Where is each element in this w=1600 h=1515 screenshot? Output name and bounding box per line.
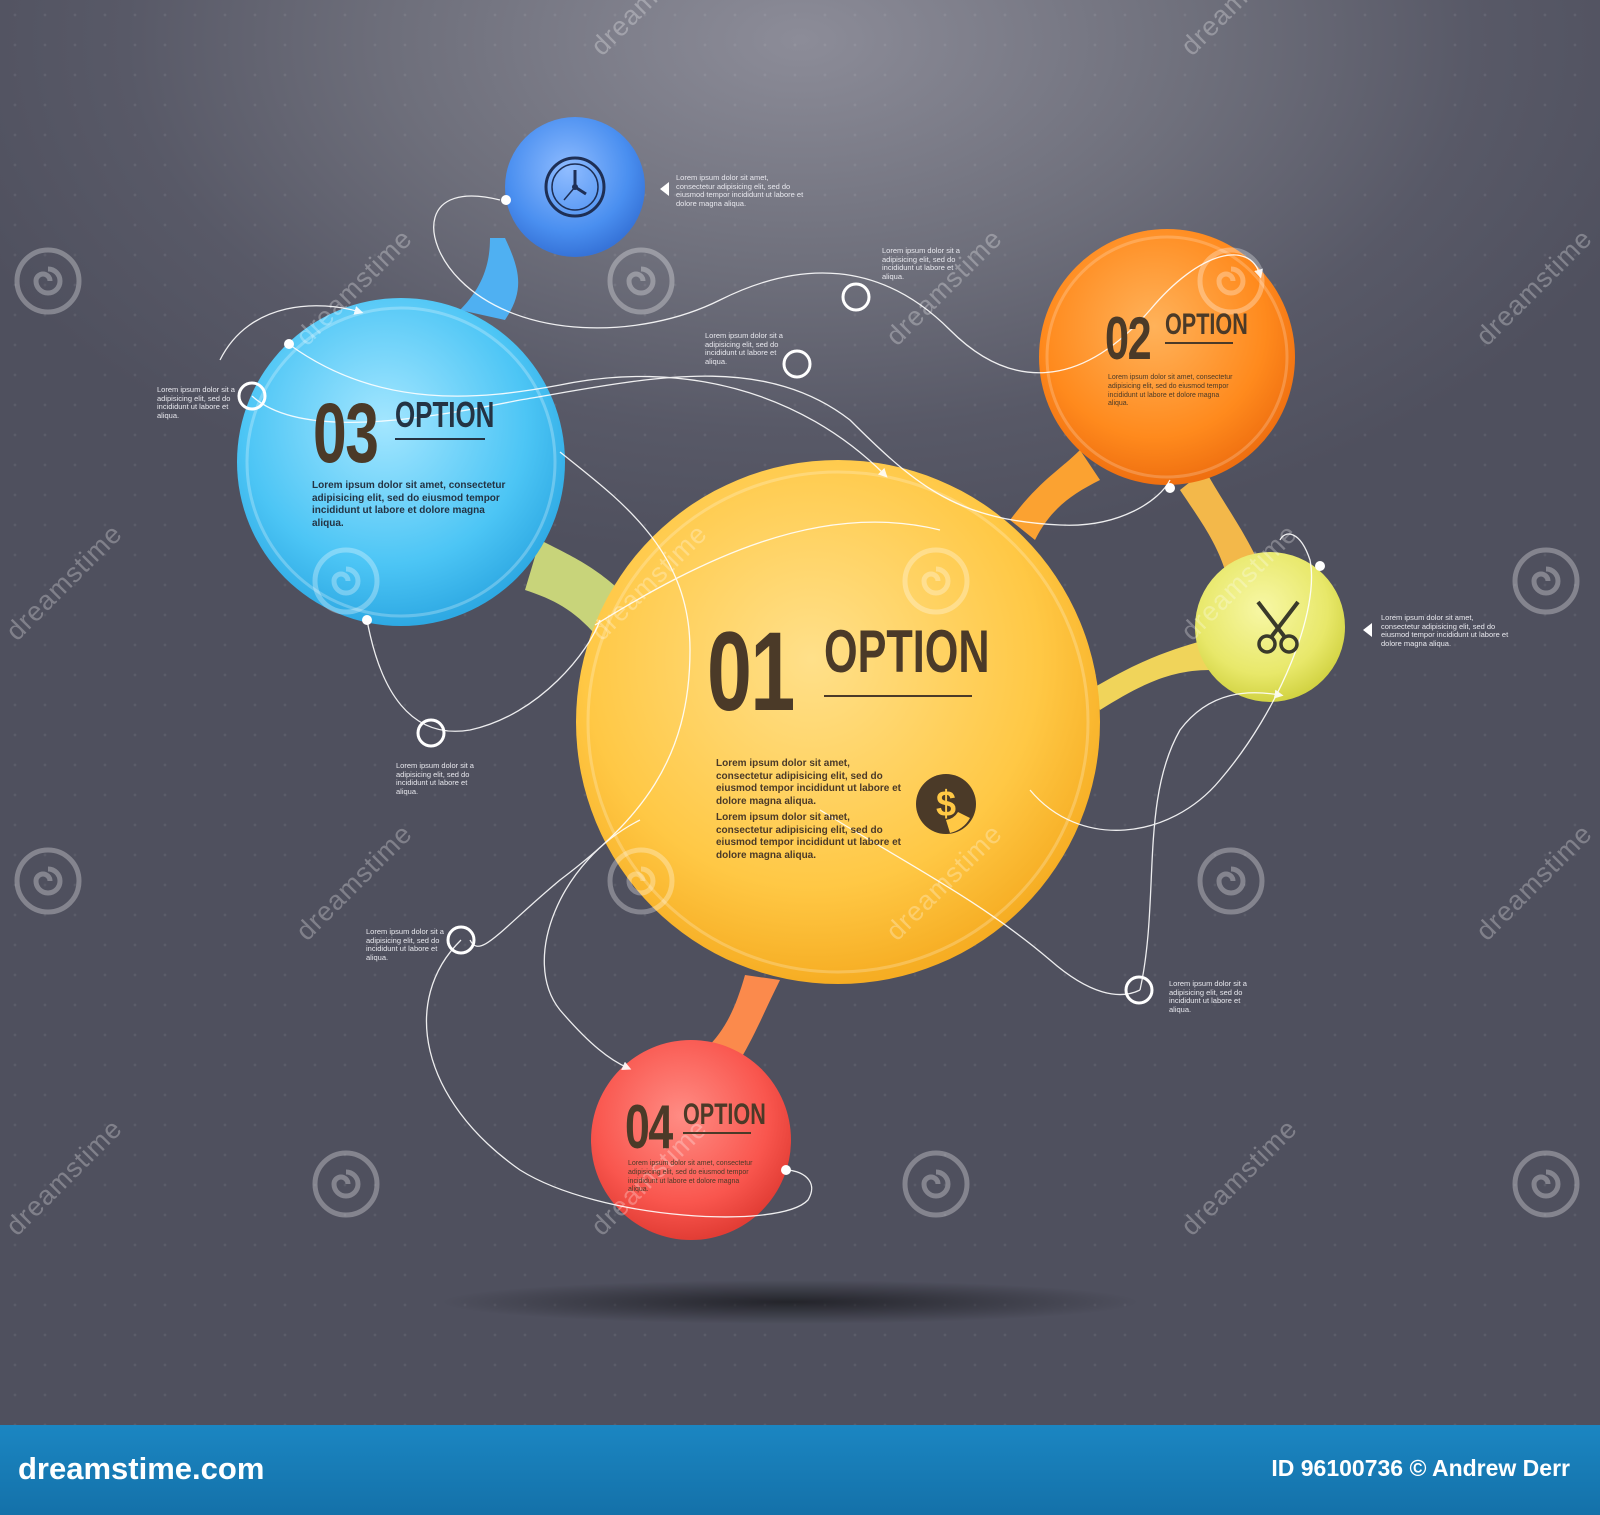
watermark-spiral-icon: [1512, 1150, 1580, 1218]
option-02-underline: [1165, 342, 1233, 344]
scissors-icon: [1256, 600, 1300, 654]
watermark-spiral-icon: [607, 847, 675, 915]
connector-layer: [219, 117, 1372, 1324]
scissors-note: Lorem ipsum dolor sit amet, consectetur …: [1381, 613, 1509, 648]
dollar-icon: $: [916, 774, 976, 834]
stem-01-04: [705, 975, 780, 1060]
option-04-underline: [683, 1132, 751, 1134]
option-02-text: Lorem ipsum dolor sit amet, consectetur …: [1108, 374, 1233, 408]
option-04-text: Lorem ipsum dolor sit amet, consectetur …: [628, 1160, 753, 1194]
stem-01-scissors: [1090, 640, 1210, 710]
option-04-circle: [591, 1040, 791, 1240]
option-04-number: 04: [625, 1093, 673, 1162]
node-rings: [237, 282, 1154, 1005]
stem-01-02: [1010, 450, 1100, 540]
option-01-title: OPTION: [824, 618, 990, 685]
option-03-text: Lorem ipsum dolor sit amet, consectetur …: [312, 480, 506, 529]
watermark-spiral-icon: [312, 547, 380, 615]
watermark-spiral-icon: [607, 247, 675, 315]
option-01-text-1: Lorem ipsum dolor sit amet, consectetur …: [716, 758, 902, 807]
clock-icon: [544, 156, 606, 218]
watermark-spiral-icon: [902, 1150, 970, 1218]
flow-lines: [219, 195, 1313, 1218]
footer-bar: dreamstime.com ID 96100736 © Andrew Derr: [0, 1425, 1600, 1515]
option-03-underline: [395, 438, 485, 440]
pointer-clock: [660, 182, 669, 196]
option-01-underline: [824, 695, 972, 697]
watermark-spiral-icon: [312, 1150, 380, 1218]
watermark-spiral-icon: [14, 247, 82, 315]
stem-02-scissors: [1180, 470, 1255, 570]
watermark-spiral-icon: [14, 847, 82, 915]
option-03-circle: [237, 298, 565, 626]
footer-brand[interactable]: dreamstime.com: [18, 1451, 265, 1486]
node-dots: [284, 195, 1325, 1175]
option-04-title: OPTION: [683, 1098, 766, 1131]
option-01-text-2: Lorem ipsum dolor sit amet, consectetur …: [716, 812, 902, 861]
svg-text:$: $: [936, 783, 956, 824]
watermark-spiral-icon: [1512, 547, 1580, 615]
option-02-circle: [1039, 229, 1295, 485]
option-03-number: 03: [313, 386, 379, 480]
infographic-canvas: dreamstime dreamstime dreamstime dreamst…: [0, 0, 1600, 1425]
stem-03-clock: [460, 238, 519, 320]
clock-note: Lorem ipsum dolor sit amet, consectetur …: [676, 173, 804, 208]
option-02-title: OPTION: [1165, 308, 1248, 341]
ground-shadow: [440, 1280, 1140, 1324]
option-03-title: OPTION: [395, 394, 495, 435]
option-02-number: 02: [1105, 305, 1152, 372]
watermark-spiral-icon: [1197, 847, 1265, 915]
watermark-spiral-icon: [1197, 247, 1265, 315]
option-01-number: 01: [707, 609, 795, 734]
option-01-circle: [576, 460, 1100, 984]
scissors-circle: [1195, 552, 1345, 702]
watermark-spiral-icon: [902, 547, 970, 615]
pointer-scissors: [1363, 623, 1372, 637]
footer-credit: ID 96100736 © Andrew Derr: [1271, 1455, 1570, 1481]
